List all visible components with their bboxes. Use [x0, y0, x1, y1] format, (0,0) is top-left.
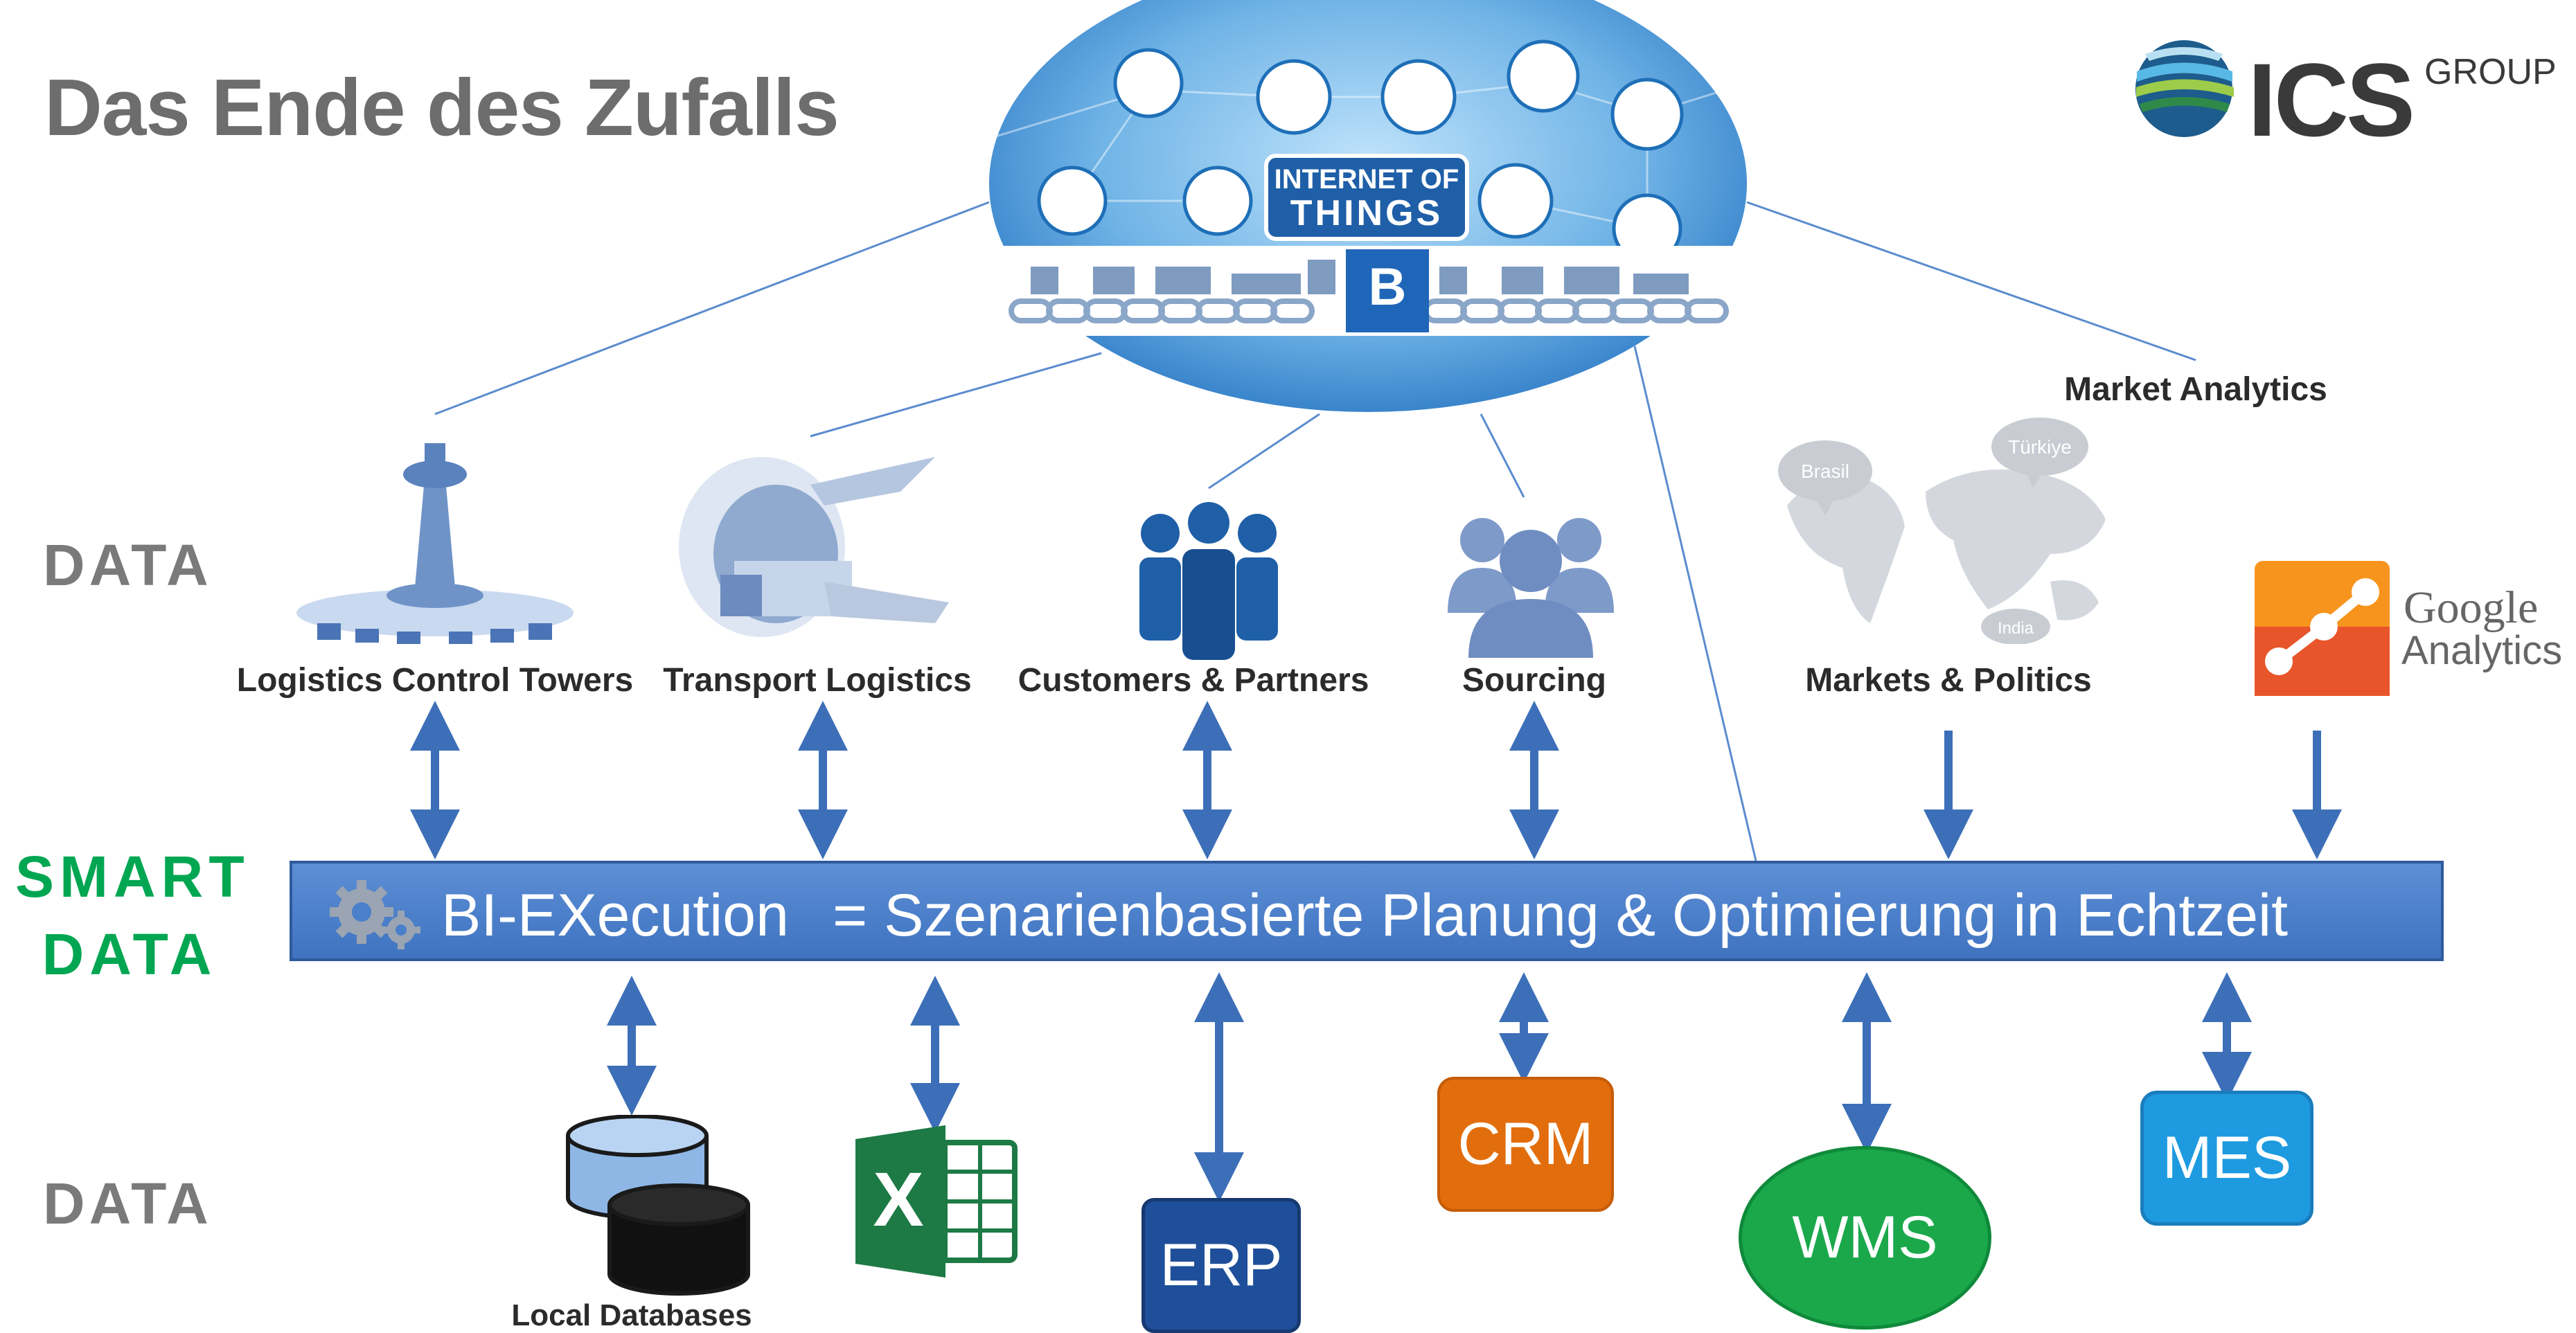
- ics-logo: ICS GROUP: [2130, 33, 2559, 158]
- world-map-icon: Brasil Türkiye India: [1778, 418, 2106, 644]
- mes-box: MES: [2140, 1091, 2313, 1226]
- smart-label-line2: DATA: [42, 922, 217, 987]
- label-customers-partners: Customers & Partners: [1018, 662, 1369, 699]
- data-label-bottom: DATA: [43, 1171, 213, 1236]
- smart-label-line1: SMART: [15, 844, 250, 909]
- link-line: [1746, 201, 2196, 361]
- label-transport-logistics: Transport Logistics: [663, 662, 972, 699]
- ics-globe-icon: [2135, 40, 2234, 137]
- label-control-towers: Logistics Control Towers: [236, 662, 634, 699]
- link-line: [1480, 413, 1525, 498]
- ics-logo-sub: GROUP: [2424, 52, 2557, 92]
- link-line: [1633, 346, 1757, 861]
- control-tower-icon: [296, 443, 574, 644]
- data-label-top: DATA: [43, 533, 213, 598]
- label-local-databases: Local Databases: [511, 1298, 752, 1332]
- excel-letter: X: [873, 1157, 923, 1242]
- iot-cloud: INTERNET OF THINGS: [989, 0, 1747, 415]
- iot-title-line2: THINGS: [1290, 193, 1443, 233]
- label-sourcing: Sourcing: [1462, 662, 1607, 699]
- ga-text-1: Google: [2404, 582, 2539, 633]
- wms-box: WMS: [1739, 1146, 1991, 1330]
- link-line: [810, 352, 1102, 438]
- blockchain-band-icon: B: [1003, 246, 1733, 336]
- bubble-brasil: Brasil: [1801, 460, 1849, 482]
- gears-icon: [330, 880, 420, 949]
- excel-icon: X: [855, 1125, 1018, 1278]
- database-icon: [566, 1115, 750, 1296]
- crm-box: CRM: [1437, 1077, 1614, 1212]
- link-line: [434, 201, 990, 415]
- iot-title-line1: INTERNET OF: [1274, 164, 1459, 195]
- ga-text-2: Analytics: [2401, 628, 2563, 673]
- google-analytics-logo: Google Analytics: [2255, 561, 2563, 699]
- bi-execution-title: BI-EXecution: [441, 882, 789, 949]
- bi-execution-bar: BI-EXecution = Szenarienbasierte Planung…: [290, 861, 2444, 961]
- market-analytics-label: Market Analytics: [2064, 371, 2327, 408]
- page-title: Das Ende des Zufalls: [44, 62, 840, 152]
- bubble-tuerkiye: Türkiye: [2008, 436, 2072, 458]
- smart-label: SMART DATA: [15, 838, 250, 993]
- people-group-icon: [1139, 502, 1278, 660]
- erp-box: ERP: [1142, 1198, 1301, 1333]
- people-icon: [1448, 518, 1614, 658]
- transport-icon: [679, 457, 949, 637]
- label-markets-politics: Markets & Politics: [1805, 662, 2092, 699]
- bi-execution-description: = Szenarienbasierte Planung & Optimierun…: [833, 882, 2289, 949]
- ics-logo-main: ICS: [2248, 42, 2415, 158]
- bubble-india: India: [1998, 619, 2034, 638]
- iot-network-icon: INTERNET OF THINGS: [989, 0, 1747, 412]
- bitcoin-symbol: B: [1369, 258, 1407, 316]
- link-line: [1208, 413, 1320, 490]
- analytics-chart-icon: [2255, 561, 2390, 696]
